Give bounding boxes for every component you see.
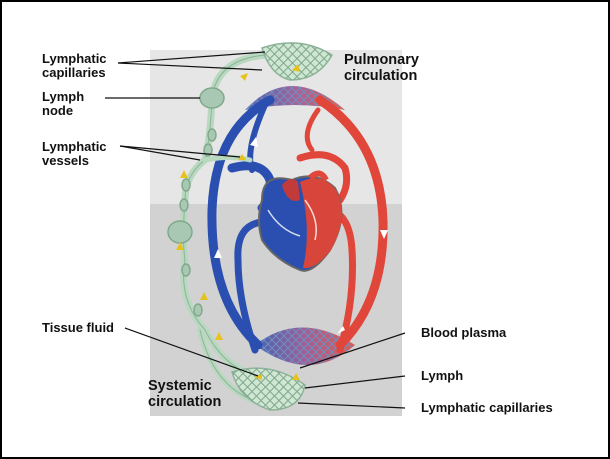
- label-lymphatic-capillaries-bottom: Lymphatic capillaries: [421, 401, 553, 415]
- label-lymphatic-capillaries-top: Lymphatic capillaries: [42, 52, 107, 80]
- label-blood-plasma: Blood plasma: [421, 326, 506, 340]
- label-lymph: Lymph: [421, 369, 463, 383]
- label-lymph-node: Lymph node: [42, 90, 84, 118]
- label-pulmonary-circulation: Pulmonary circulation: [344, 52, 419, 84]
- label-systemic-circulation: Systemic circulation: [148, 378, 221, 410]
- label-tissue-fluid: Tissue fluid: [42, 321, 114, 335]
- label-lymphatic-vessels: Lymphatic vessels: [42, 140, 107, 168]
